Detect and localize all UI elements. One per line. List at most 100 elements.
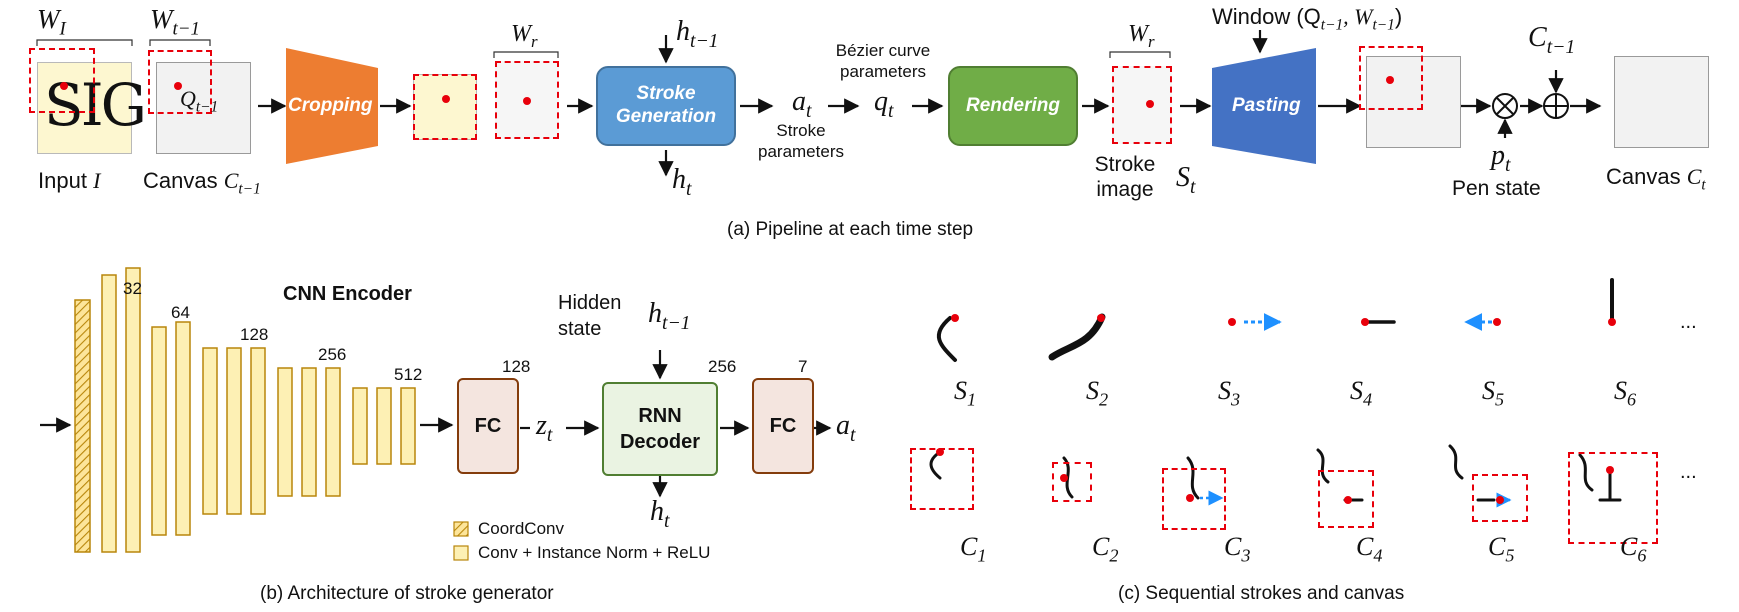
pasted-dot (1386, 76, 1394, 84)
rendering-module: Rendering (948, 66, 1078, 146)
fc2-label: FC (769, 414, 797, 437)
pasted-window (1359, 46, 1423, 110)
stroke-gen-h-in: ht−1 (676, 16, 719, 52)
panel-c-strokes (929, 278, 1622, 502)
cropped-dot (442, 95, 450, 103)
rnn-dim: 256 (708, 357, 737, 376)
s-t-symbol: St (1176, 162, 1196, 198)
channels-256: 256 (318, 345, 347, 364)
canvas-pen-dot-5 (1496, 496, 1504, 504)
canvas-label-1: C1 (960, 532, 987, 566)
window-label: Window (Qt−1, Wt−1) (1212, 4, 1403, 34)
stroke-image (1112, 66, 1172, 144)
canvas-window-3 (1162, 468, 1226, 530)
canvas-prev-point (174, 82, 182, 90)
fc1-label: FC (474, 414, 502, 437)
input-label: Input I (38, 168, 101, 193)
stroke-label-2: S2 (1086, 376, 1109, 410)
canvas-out-label: Canvas Ct (1606, 164, 1706, 194)
rnn-decoder-block: RNN Decoder (602, 382, 718, 476)
canvas-out (1614, 56, 1709, 148)
channels-32: 32 (123, 279, 142, 298)
hidden-state-label: Hidden state (558, 292, 622, 340)
stroke-label-3: S3 (1218, 376, 1241, 410)
canvas-window-4 (1318, 470, 1374, 528)
fc2-block: FC (752, 378, 814, 474)
canvas-label-3: C3 (1224, 532, 1251, 566)
stroke-image-window-label: Wr (1128, 21, 1155, 51)
stroke-pen-dot-5 (1493, 318, 1501, 326)
stroke-label-5: S5 (1482, 376, 1505, 410)
canvas-window-1 (910, 448, 974, 510)
stroke-generation-module: Stroke Generation (596, 66, 736, 146)
brace-wt1 (149, 39, 211, 46)
canvas-window-5 (1472, 474, 1528, 522)
cropping-label: Cropping (288, 95, 373, 116)
canvas-pen-dot-2 (1060, 474, 1068, 482)
stroke-image-label: Stroke image (1094, 153, 1156, 202)
canvas-row-ellipsis: ... (1680, 461, 1697, 483)
stroke-params-label: Stroke parameters (758, 121, 844, 162)
z-t-symbol: zt (536, 410, 553, 446)
resized-patch-dot (523, 97, 531, 105)
fc1-dim: 128 (502, 357, 531, 376)
canvas-label-4: C4 (1356, 532, 1383, 566)
legend-conv-swatch (453, 545, 469, 561)
canvas-window-2 (1052, 462, 1092, 502)
stroke-pen-dot-3 (1228, 318, 1236, 326)
rnn-h-in: ht−1 (648, 298, 691, 334)
fc1-block: FC (457, 378, 519, 474)
pen-state-label: Pen state (1452, 177, 1541, 200)
stroke-pen-dot-1 (951, 314, 959, 322)
caption-a: (a) Pipeline at each time step (727, 219, 974, 240)
bezier-label: Bézier curve parameters (835, 41, 931, 82)
brace-wi (36, 39, 133, 46)
input-window (29, 48, 95, 113)
rnn-h-out: ht (650, 496, 670, 532)
canvas-prev-window-label: Wt−1 (150, 4, 200, 40)
a-t-symbol: at (792, 86, 812, 122)
channels-512: 512 (394, 365, 423, 384)
legend-conv: Conv + Instance Norm + ReLU (478, 543, 711, 562)
fc2-dim: 7 (798, 357, 808, 376)
rnn-a-t: at (836, 410, 856, 446)
resized-patch-window (495, 61, 559, 139)
pasted-canvas (1366, 56, 1461, 148)
channels-128: 128 (240, 325, 269, 344)
legend-coordconv-swatch (453, 521, 469, 537)
stroke-label-1: S1 (954, 376, 977, 410)
canvas-pen-dot-1 (936, 448, 944, 456)
p-t-symbol: pt (1491, 140, 1511, 176)
canvas-prev (156, 62, 251, 154)
stroke-label-4: S4 (1350, 376, 1373, 410)
pasting-shape (1212, 48, 1316, 164)
canvas-label-2: C2 (1092, 532, 1119, 566)
canvas-pen-dot-6 (1606, 466, 1614, 474)
caption-c: (c) Sequential strokes and canvas (1118, 583, 1405, 604)
canvas-prev-window (148, 50, 212, 114)
stroke-image-dot (1146, 100, 1154, 108)
input-window-label: WI (37, 4, 66, 40)
cropping-shape (286, 48, 378, 164)
conv-layers (101, 267, 416, 553)
stroke-row-ellipsis: ... (1680, 311, 1697, 333)
stroke-pen-dot-2 (1097, 314, 1105, 322)
brace-wr2 (1109, 51, 1171, 58)
cnn-encoder-title: CNN Encoder (283, 283, 412, 305)
canvas-label-5: C5 (1488, 532, 1515, 566)
channels-64: 64 (171, 303, 190, 322)
q-t-symbol: qt (874, 86, 894, 122)
legend-coordconv: CoordConv (478, 519, 564, 538)
canvas-pen-dot-4 (1344, 496, 1352, 504)
stroke-gen-h-out: ht (672, 164, 692, 200)
cropped-window (413, 74, 477, 140)
brace-wr1 (493, 51, 559, 58)
canvas-prev-label: Canvas Ct−1 (143, 168, 261, 198)
c-prev-symbol: Ct−1 (1528, 22, 1576, 58)
input-pen-dot (60, 82, 68, 90)
stroke-pen-dot-4 (1361, 318, 1369, 326)
stroke-pen-dot-6 (1608, 318, 1616, 326)
coordconv-layer (74, 299, 91, 553)
stroke-image-window (1112, 66, 1172, 144)
